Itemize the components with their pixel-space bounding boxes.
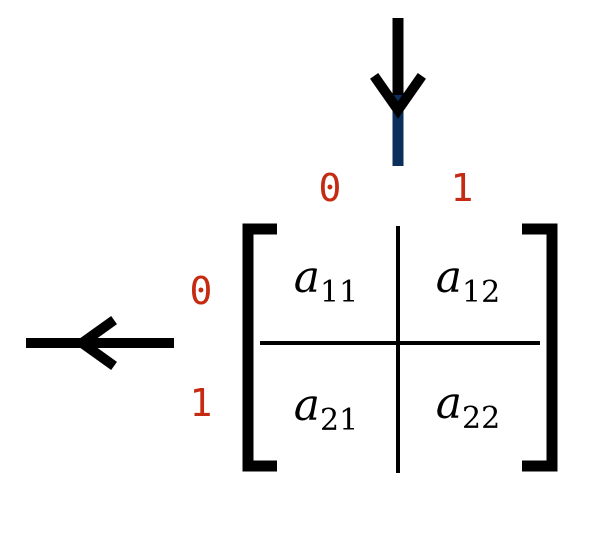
left-arrow-head — [73, 316, 117, 370]
matrix-entry-a12: a12 — [436, 252, 500, 310]
column-index-0: 0 — [319, 166, 342, 210]
left-arrow — [26, 316, 174, 370]
row-index-1: 1 — [190, 381, 213, 425]
row-index-0: 0 — [190, 269, 213, 313]
column-index-1: 1 — [451, 166, 474, 210]
down-arrow — [370, 18, 426, 166]
left-bracket — [242, 223, 277, 472]
matrix-entry-a11: a11 — [294, 252, 358, 310]
down-arrow-head — [370, 73, 426, 119]
matrix-entry-a21: a21 — [294, 380, 358, 438]
matrix-entry-a22: a22 — [436, 378, 500, 436]
right-bracket — [522, 223, 558, 472]
